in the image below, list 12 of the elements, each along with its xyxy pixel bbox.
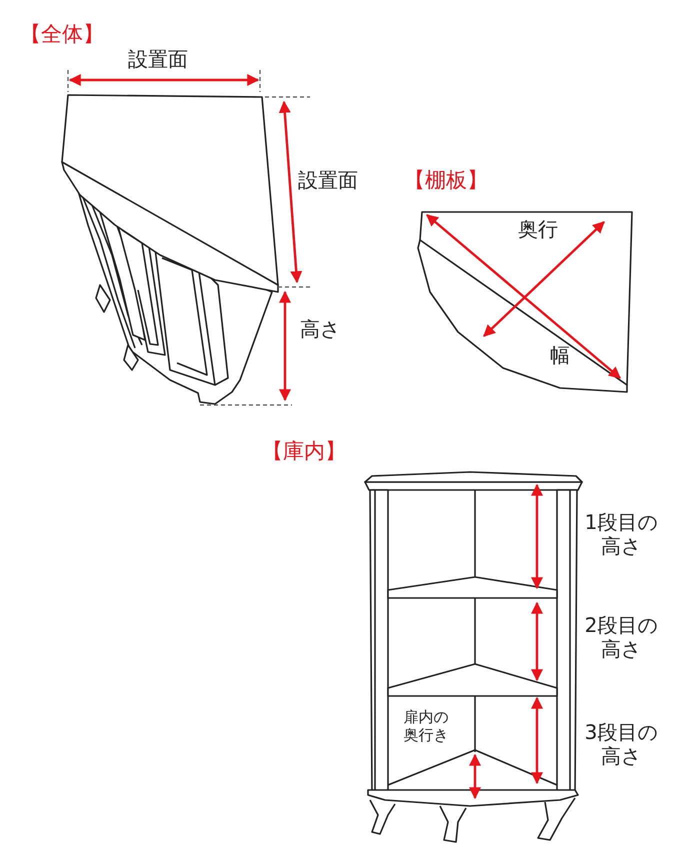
dimension-label: 設置面 bbox=[298, 168, 358, 192]
dimension-label: 高さ bbox=[300, 317, 340, 341]
section-heading: 【庫内】 bbox=[262, 439, 346, 464]
dimension-label: 奥行 bbox=[518, 217, 558, 241]
dimension-label: 1段目の高さ bbox=[584, 510, 658, 558]
dimension-label: 扉内の奥行き bbox=[402, 708, 450, 744]
section-heading: 【棚板】 bbox=[404, 168, 488, 194]
dimension-label: 幅 bbox=[550, 343, 570, 367]
dimension-label: 2段目の高さ bbox=[584, 613, 658, 661]
dimension-label: 設置面 bbox=[128, 47, 188, 71]
dimension-label: 3段目の高さ bbox=[584, 720, 658, 768]
section-heading: 【全体】 bbox=[20, 22, 104, 48]
